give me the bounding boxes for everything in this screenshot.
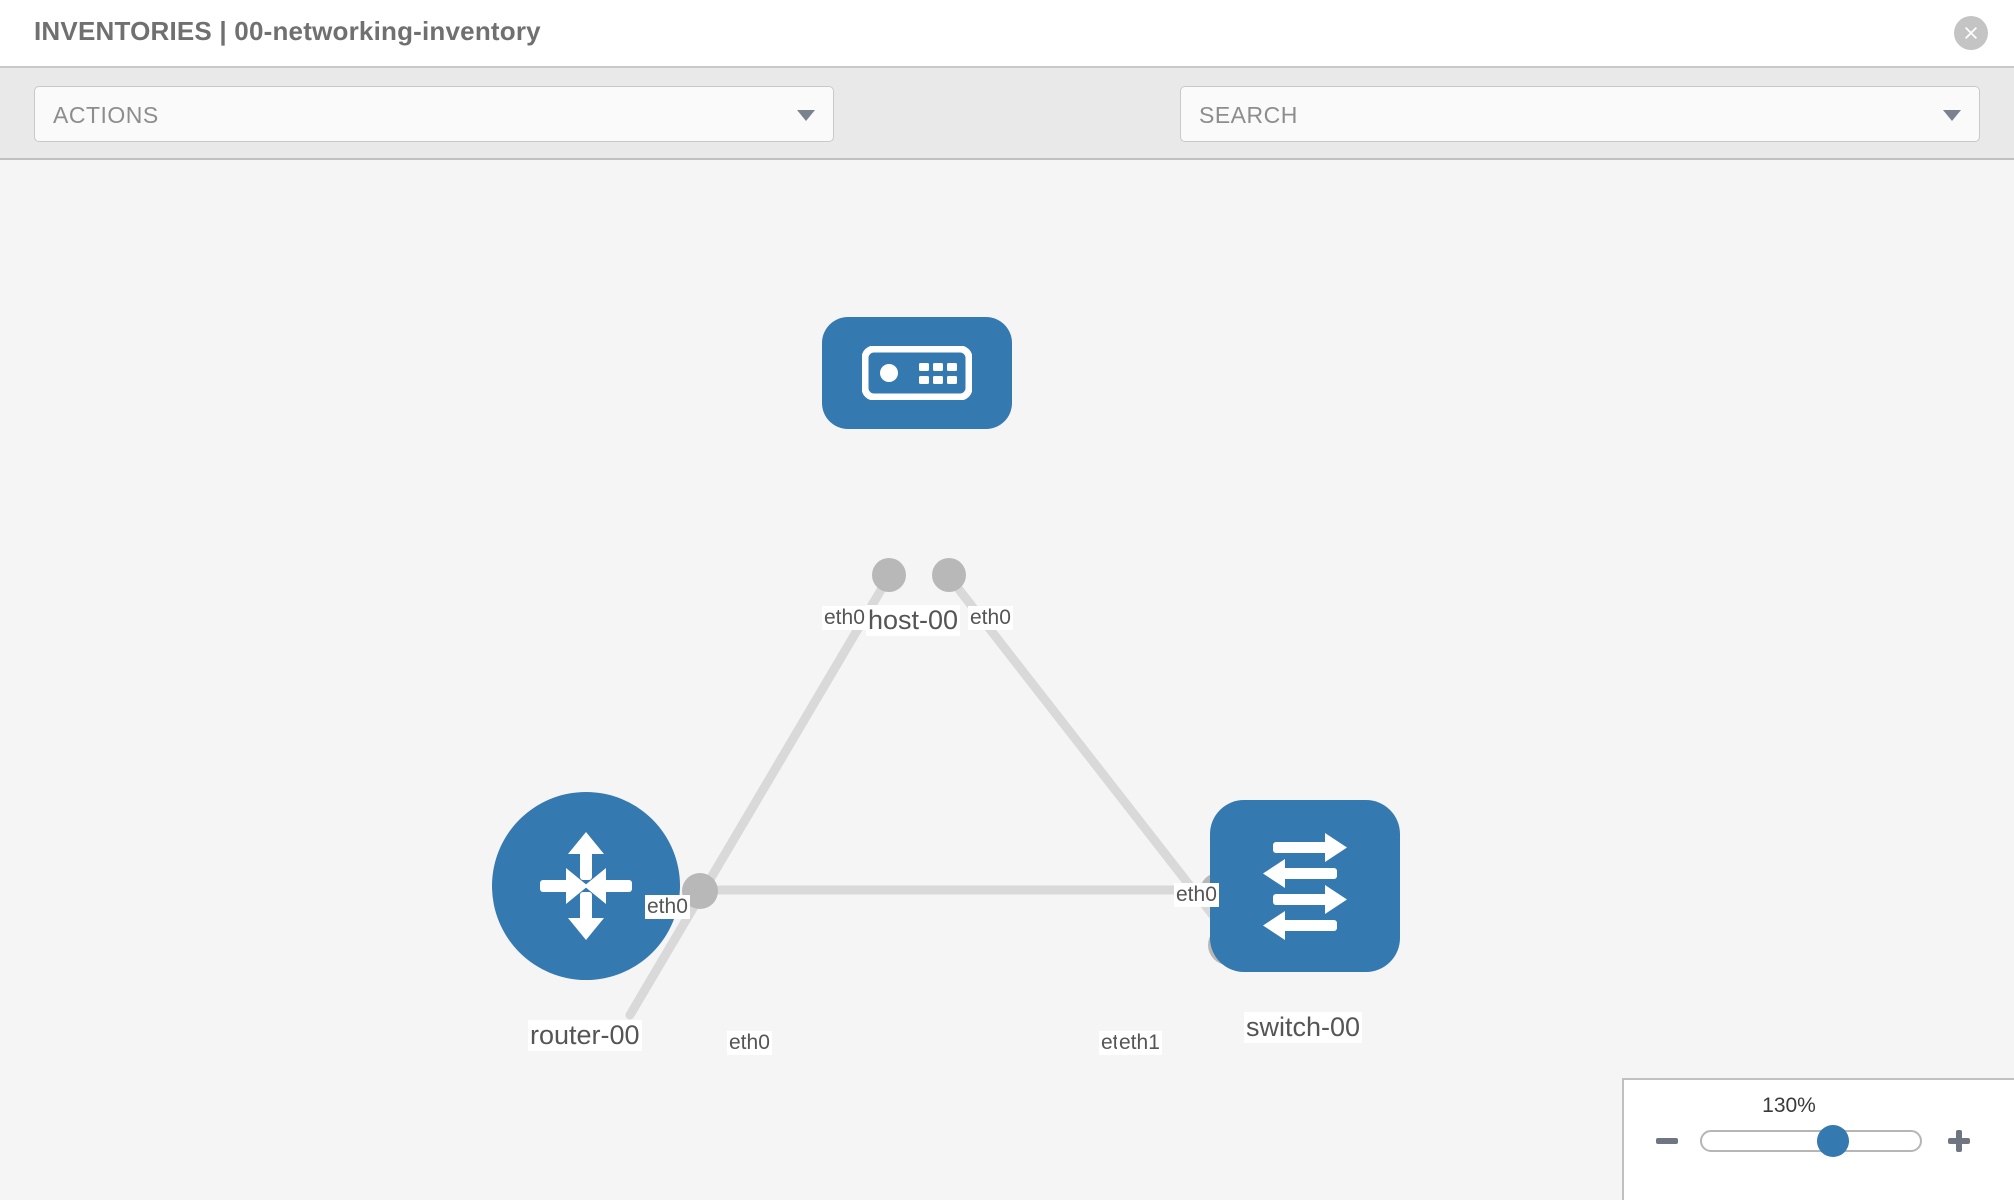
- chevron-down-icon: [1943, 110, 1961, 121]
- node-host-shape: [822, 317, 1012, 429]
- edge-label-router-switch-near-router: eth0: [727, 1031, 772, 1055]
- close-icon[interactable]: [1954, 16, 1988, 50]
- edge-label-router-switch-near-switch: eth1: [1117, 1031, 1162, 1055]
- node-router-shape: [492, 792, 680, 980]
- zoom-percent-label: 130%: [1762, 1094, 1816, 1117]
- node-label-router-00: router-00: [528, 1020, 642, 1051]
- search-input[interactable]: SEARCH: [1180, 86, 1980, 142]
- port-host-eth0-left[interactable]: [872, 558, 906, 592]
- zoom-slider[interactable]: [1700, 1125, 1922, 1157]
- edge-label-host-switch-near-switch: eth0: [1174, 883, 1219, 907]
- server-icon: [862, 346, 972, 400]
- edge-label-host-switch-near-host: eth0: [968, 606, 1013, 630]
- chevron-down-icon: [797, 110, 815, 121]
- switch-arrows-icon: [1263, 833, 1347, 940]
- plus-icon[interactable]: [1942, 1124, 1976, 1158]
- router-arrows-icon: [540, 832, 632, 940]
- page-title: INVENTORIES | 00-networking-inventory: [34, 16, 541, 46]
- edge-label-router-host-near-router: eth0: [645, 895, 690, 919]
- node-switch-shape: [1210, 800, 1400, 972]
- node-host-00[interactable]: host-00: [822, 317, 1012, 636]
- node-label-switch-00: switch-00: [1244, 1012, 1363, 1043]
- topology-canvas[interactable]: host-00: [0, 160, 2014, 1200]
- zoom-slider-thumb[interactable]: [1816, 1125, 1849, 1157]
- actions-dropdown[interactable]: ACTIONS: [34, 86, 834, 142]
- topology-links: [625, 573, 1245, 1020]
- toolbar: ACTIONS SEARCH: [0, 68, 2014, 189]
- node-router-00[interactable]: router-00: [492, 792, 680, 1082]
- minus-icon[interactable]: [1650, 1124, 1684, 1158]
- zoom-control-panel: 130%: [1622, 1078, 2014, 1200]
- link-router-host: [625, 573, 893, 1020]
- node-label-host-00: host-00: [866, 605, 961, 636]
- search-placeholder: SEARCH: [1199, 102, 1298, 128]
- port-host-eth0-right[interactable]: [932, 558, 966, 592]
- edge-label-router-host-near-host: eth0: [822, 606, 867, 630]
- node-switch-00[interactable]: switch-00: [1210, 800, 1400, 1090]
- actions-dropdown-label: ACTIONS: [53, 102, 159, 128]
- page-header: INVENTORIES | 00-networking-inventory: [0, 0, 2014, 68]
